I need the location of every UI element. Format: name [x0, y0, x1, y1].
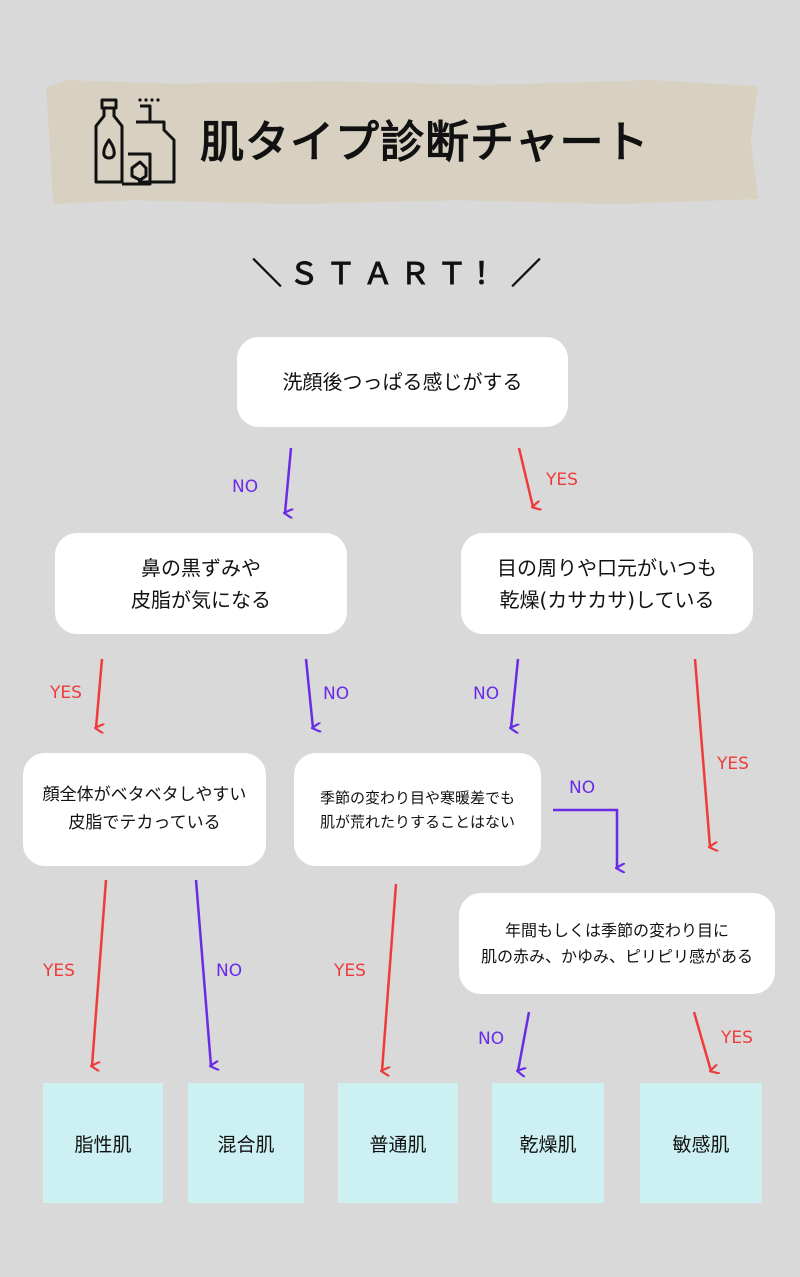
label-q4-no: NO: [216, 961, 243, 981]
label-q3-no: NO: [473, 684, 500, 704]
label-q1-yes: YES: [546, 470, 578, 490]
result-sensitive: 敏感肌: [640, 1083, 762, 1203]
label-q1-no: NO: [232, 477, 259, 497]
label-q5-no: NO: [569, 778, 596, 798]
arrow-q2-yes: [96, 658, 102, 728]
question-box-q4: 顔全体がベタベタしやすい 皮脂でテカっている: [23, 753, 266, 866]
label-q3-yes: YES: [717, 754, 749, 774]
arrow-q4-no: [194, 879, 211, 1066]
result-oily: 脂性肌: [43, 1083, 163, 1203]
arrow-q4-yes: [92, 879, 108, 1066]
label-q4-yes: YES: [43, 961, 75, 981]
arrow-q5-no: [553, 808, 617, 868]
arrow-q1-no: [285, 447, 291, 513]
question-box-q6: 年間もしくは季節の変わり目に 肌の赤み、かゆみ、ピリピリ感がある: [459, 893, 775, 994]
arrow-q3-yes: [693, 658, 710, 847]
result-dry: 乾燥肌: [492, 1083, 604, 1203]
question-box-q1: 洗顔後つっぱる感じがする: [237, 337, 568, 427]
label-q6-no: NO: [478, 1029, 505, 1049]
arrow-q6-yes: [692, 1011, 711, 1071]
question-box-q2: 鼻の黒ずみや 皮脂が気になる: [55, 533, 347, 634]
arrow-q5-yes: [382, 883, 398, 1071]
arrow-q2-no: [304, 658, 313, 728]
start-label: ＼ＳＴＡＲＴ！／: [252, 257, 548, 292]
arrow-q6-no: [518, 1011, 531, 1071]
page-title: 肌タイプ診断チャート: [200, 117, 650, 168]
arrow-q3-no: [511, 658, 518, 728]
label-q2-yes: YES: [50, 683, 82, 703]
label-q6-yes: YES: [721, 1028, 753, 1048]
cosmetics-bottles-icon: [94, 98, 176, 186]
label-q5-yes: YES: [334, 961, 366, 981]
result-combination: 混合肌: [188, 1083, 304, 1203]
question-box-q5: 季節の変わり目や寒暖差でも 肌が荒れたりすることはない: [294, 753, 541, 866]
label-q2-no: NO: [323, 684, 350, 704]
question-box-q3: 目の周りや口元がいつも 乾燥(カサカサ)している: [461, 533, 753, 634]
arrow-q1-yes: [517, 447, 533, 507]
result-normal: 普通肌: [338, 1083, 458, 1203]
